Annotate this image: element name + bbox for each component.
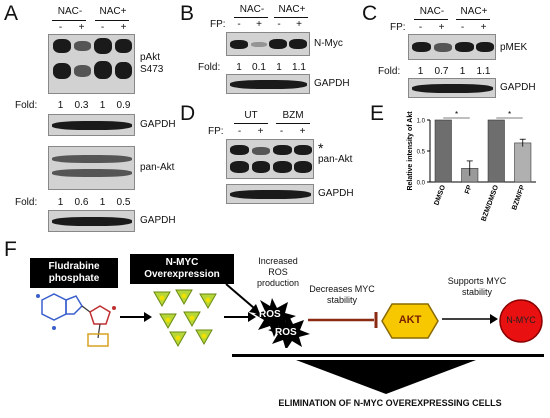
y-tick-label: 1.0 [417, 119, 426, 125]
elimination-text: ELIMINATION OF N-MYC OVEREXPRESSING CELL… [278, 398, 502, 408]
blot-pakt [48, 34, 135, 94]
fold-values-a2: 1 0.6 1 0.5 [57, 197, 131, 208]
category-label: BZM/DMSO [481, 184, 501, 223]
decreases-text: Decreases MYC stability [309, 284, 375, 305]
panel-label-a: A [4, 2, 19, 25]
ros-label-1: ROS [259, 309, 281, 320]
category-label: DMSO [433, 184, 447, 207]
fold-label-a1: Fold: [15, 100, 38, 111]
fp-label-b: FP: [210, 19, 226, 30]
group-label-nac-plus: NAC+ [99, 6, 127, 17]
label-gapdh-b: GAPDH [314, 78, 350, 89]
significance-marker: * [455, 110, 458, 119]
blot-gapdh-a1 [48, 114, 135, 136]
asterisk-d: * [318, 140, 324, 156]
panel-label-c: C [362, 2, 378, 25]
group-label-c-2: NAC+ [460, 6, 488, 17]
label-nmyc: N-Myc [314, 38, 343, 49]
fp-signs-d: - + - + [237, 126, 306, 137]
fold-label-a2: Fold: [15, 197, 38, 208]
blot-gapdh-b [226, 74, 310, 94]
label-pan-akt-d: pan-Akt [318, 154, 353, 165]
fp-label-c: FP: [390, 22, 406, 33]
blot-pmek [408, 34, 496, 60]
label-pan-akt-a: pan-Akt [140, 162, 175, 173]
down-arrow-icon [296, 360, 476, 394]
group-label-b-2: NAC+ [278, 4, 306, 15]
arrow-3-icon [442, 314, 498, 324]
arrow-diagonal-icon [225, 283, 260, 314]
box-nmyc-overexpression: N-MYC Overexpression [130, 254, 234, 284]
panel-label-b: B [180, 2, 195, 25]
y-tick-label: 0.0 [417, 181, 426, 187]
significance-marker: * [508, 110, 511, 119]
blot-pan-akt-d [226, 139, 314, 179]
fold-values-a1: 1 0.3 1 0.9 [57, 100, 131, 111]
fold-label-b: Fold: [198, 62, 221, 73]
panel-label-d: D [180, 102, 196, 125]
group-label-c-1: NAC- [419, 6, 445, 17]
bar [487, 119, 505, 183]
supports-text: Supports MYC stability [447, 276, 507, 297]
group-label-ut: UT [244, 110, 258, 121]
label-gapdh-d: GAPDH [318, 188, 354, 199]
label-gapdh-a2: GAPDH [140, 215, 176, 226]
arrow-1-icon [120, 312, 152, 322]
fludarabine-molecule-icon [36, 293, 116, 347]
fold-values-c: 1 0.7 1 1.1 [417, 66, 491, 77]
ros-label-2: ROS [275, 327, 297, 338]
panel-label-e: E [370, 102, 385, 125]
arrow-2-icon [224, 312, 256, 322]
group-label-bzm: BZM [282, 110, 304, 121]
category-label: FP [464, 184, 474, 195]
box-fludarabine: Fludrabine phosphate [30, 258, 118, 288]
fp-label-d: FP: [208, 126, 224, 137]
nmyc-protein-icons [153, 289, 217, 348]
group-label-nac-minus: NAC- [57, 6, 83, 17]
group-label-b-1: NAC- [239, 4, 265, 15]
ros-production-text: Increased ROS production [256, 256, 300, 288]
fold-values-b: 1 0.1 1 1.1 [236, 62, 306, 73]
akt-label: AKT [398, 314, 422, 326]
fp-signs-c: - + - + [418, 22, 487, 33]
label-pmek: pMEK [500, 42, 528, 53]
bar [434, 119, 452, 183]
blot-nmyc [226, 32, 310, 56]
bar [514, 142, 532, 183]
label-gapdh-a1: GAPDH [140, 119, 176, 130]
ros-burst-icon [254, 298, 310, 348]
nmyc-circle-icon [499, 299, 543, 343]
fp-signs-b: - + - + [237, 19, 302, 30]
nmyc-label: N-MYC [506, 315, 536, 325]
fp-signs-a: - + - + [58, 22, 127, 33]
fold-label-c: Fold: [378, 66, 401, 77]
inhibition-arrow-icon [308, 312, 378, 328]
category-label: BZM/FP [511, 184, 527, 211]
blot-gapdh-a2 [48, 210, 135, 232]
akt-hexagon-icon [381, 303, 439, 339]
panel-label-f: F [4, 238, 17, 261]
blot-pan-akt-a [48, 146, 135, 190]
label-pakt: pAkt [140, 52, 161, 63]
label-s473: S473 [140, 64, 164, 75]
y-tick-label: 0.5 [417, 150, 426, 156]
blot-gapdh-c [408, 78, 496, 98]
blot-gapdh-d [226, 184, 314, 204]
label-gapdh-c: GAPDH [500, 82, 536, 93]
y-axis-label: Relative intensity of Akt [407, 111, 414, 191]
divider-line [232, 354, 544, 357]
